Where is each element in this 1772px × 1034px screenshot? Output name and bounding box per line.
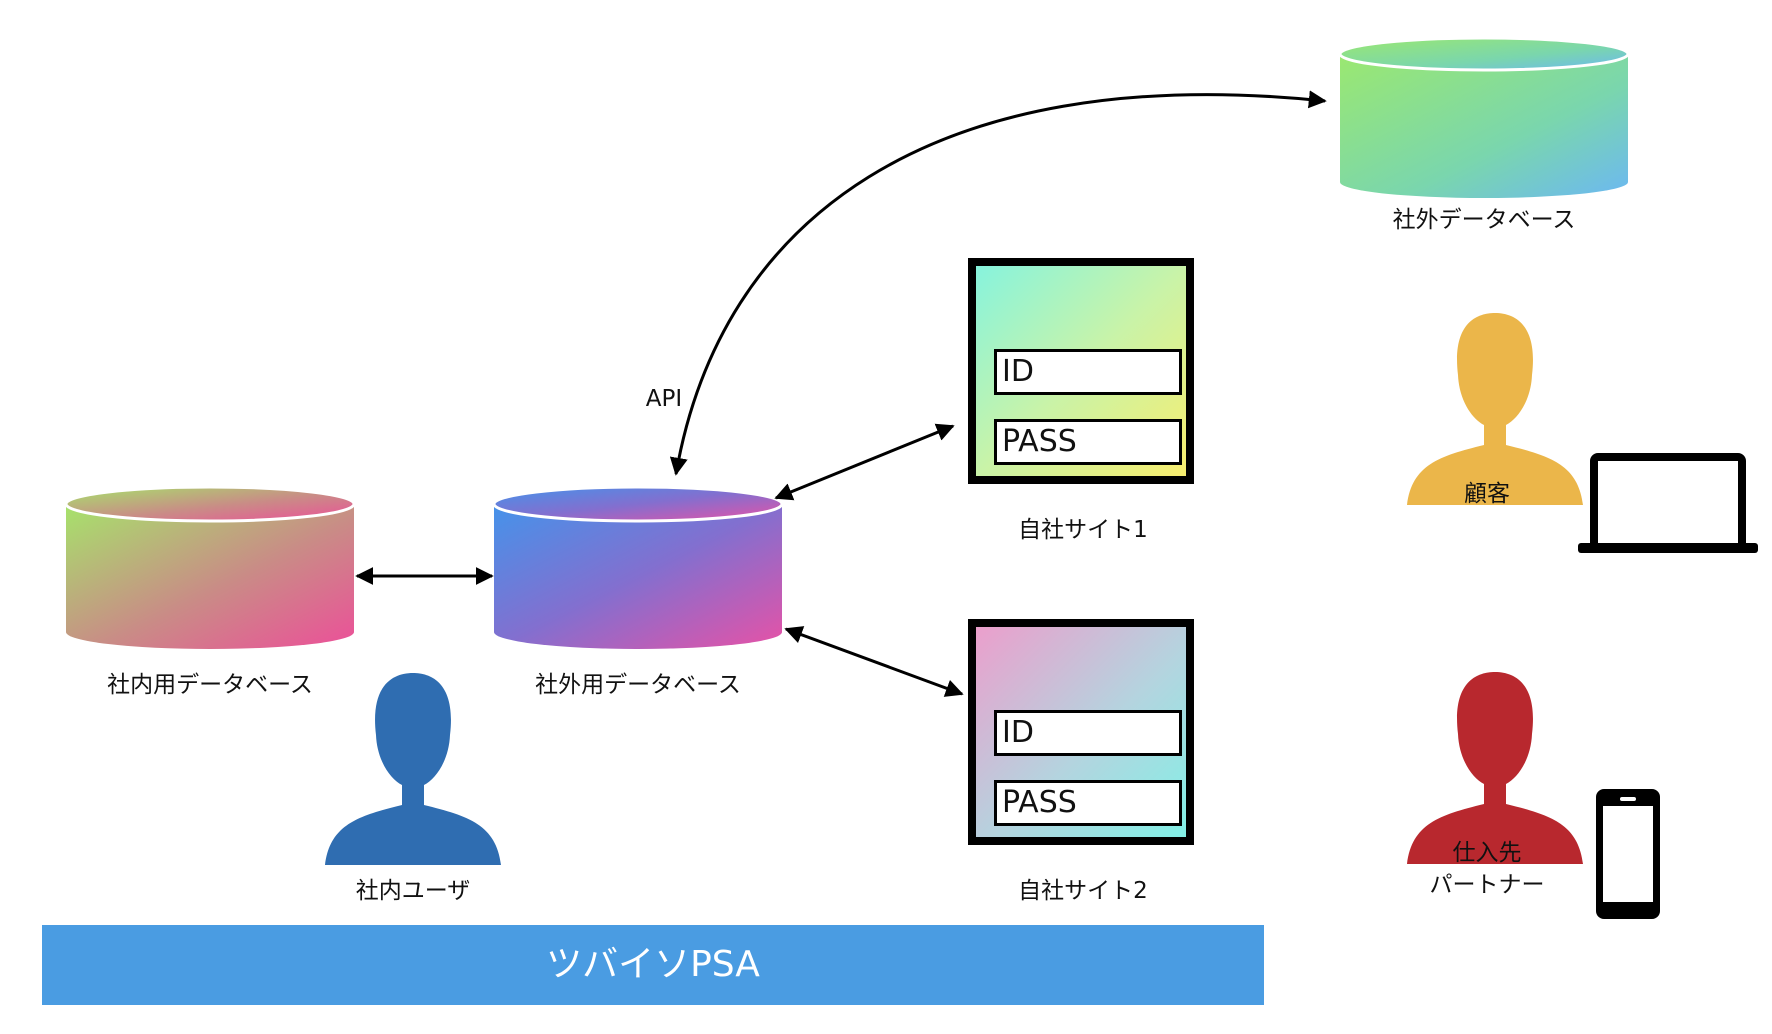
product-bar: ツバイソPSA: [42, 925, 1264, 1005]
supplier-label: 仕入先 パートナー: [1429, 840, 1545, 899]
site2-login-box[interactable]: ID PASS: [968, 619, 1194, 845]
internal-database-cylinder[interactable]: [64, 485, 356, 649]
external-use-db-label: 社外用データベース: [535, 672, 741, 698]
site2-id-field[interactable]: ID: [994, 710, 1182, 756]
smartphone-icon: [1596, 789, 1660, 919]
internal-user-person-icon: [325, 673, 501, 865]
external-db-label: 社外データベース: [1392, 207, 1576, 233]
site1-label: 自社サイト1: [1018, 517, 1148, 543]
supplier-person-icon: [1407, 672, 1583, 864]
api-label: API: [645, 386, 683, 412]
arrow-api-curve: [669, 90, 1327, 476]
customer-person-icon: [1407, 313, 1583, 505]
customer-label: 顧客: [1464, 481, 1510, 507]
site1-id-field[interactable]: ID: [994, 349, 1182, 395]
arrow-db-to-site1: [774, 423, 955, 501]
external-use-database-cylinder[interactable]: [492, 485, 784, 649]
site1-pass-field[interactable]: PASS: [994, 419, 1182, 465]
external-database-cylinder[interactable]: [1338, 36, 1630, 198]
arrow-db-to-site2: [784, 626, 964, 697]
internal-user-label: 社内ユーザ: [355, 878, 471, 904]
site2-label: 自社サイト2: [1018, 878, 1148, 904]
laptop-icon: [1578, 453, 1758, 553]
internal-db-label: 社内用データベース: [107, 672, 313, 698]
site1-login-box[interactable]: ID PASS: [968, 258, 1194, 484]
site2-pass-field[interactable]: PASS: [994, 780, 1182, 826]
